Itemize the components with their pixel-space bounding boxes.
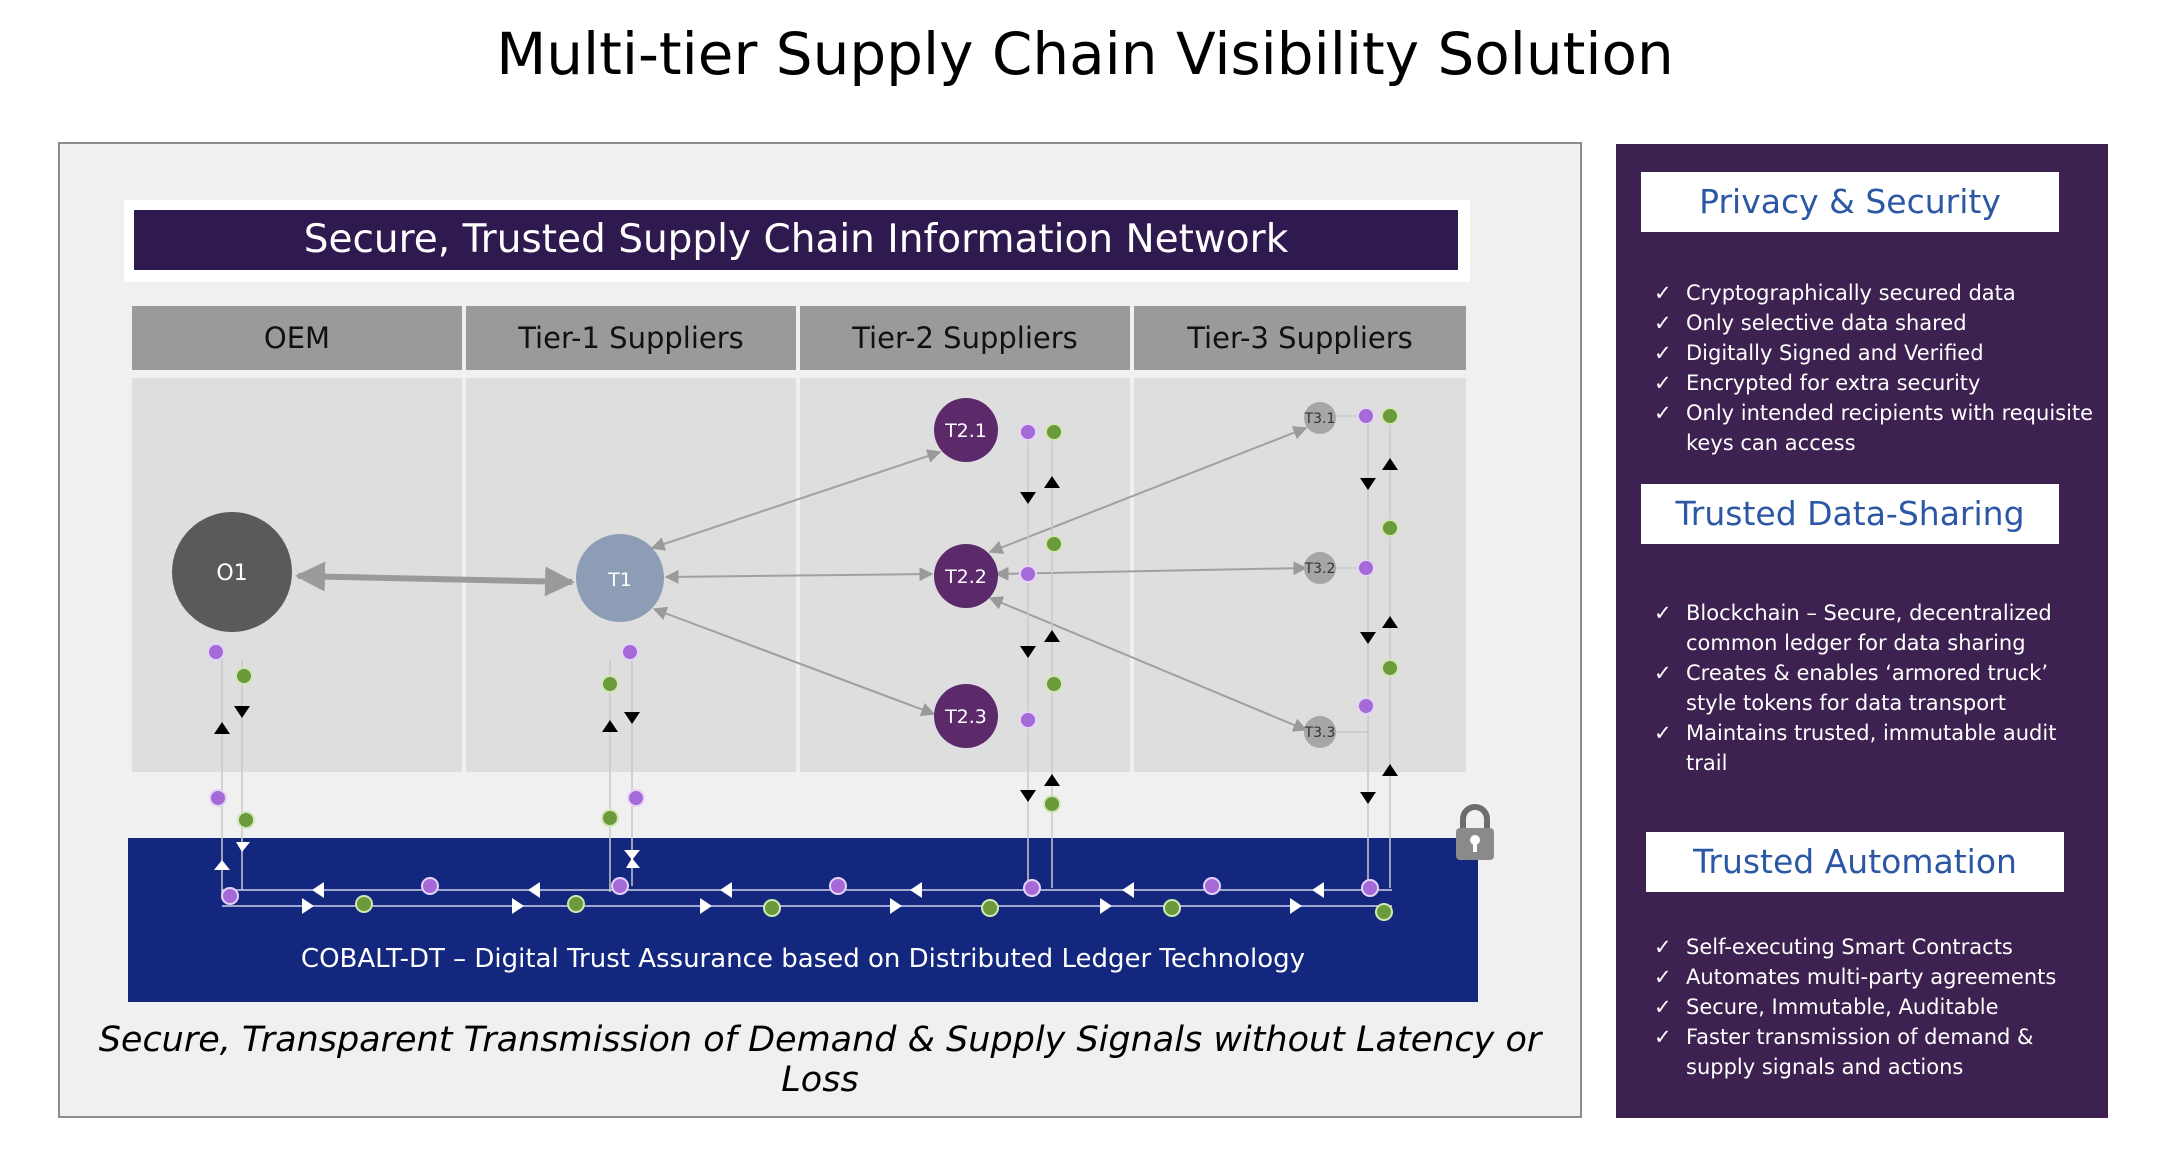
check-icon: ✓ — [1654, 341, 1672, 365]
tier-header-tier1: Tier-1 Suppliers — [466, 306, 796, 370]
link-t2-2-t3-2 — [994, 561, 1308, 581]
panel-heading-automation: Trusted Automation — [1646, 832, 2064, 892]
link-t1-t2-3 — [652, 606, 936, 717]
list-item: ✓Only selective data shared — [1652, 308, 2102, 338]
node-t1-label: T1 — [607, 569, 632, 591]
side-panel — [1616, 144, 2108, 1118]
node-t1 — [576, 534, 664, 622]
check-icon: ✓ — [1654, 401, 1672, 425]
ledger-lanes — [222, 889, 1392, 907]
panel-heading-privacy: Privacy & Security — [1641, 172, 2059, 232]
list-item: ✓Faster transmission of demand & supply … — [1652, 1022, 2102, 1082]
check-icon: ✓ — [1654, 965, 1672, 989]
node-t2-1 — [934, 398, 998, 462]
list-item: ✓Secure, Immutable, Auditable — [1652, 992, 2102, 1022]
link-t2-2-t3-1 — [988, 426, 1308, 554]
list-item: ✓Self-executing Smart Contracts — [1652, 932, 2102, 962]
node-t2-3 — [934, 684, 998, 748]
vertical-connectors — [221, 415, 1391, 898]
green-token-icon — [235, 407, 1399, 921]
node-t3-1 — [1304, 402, 1336, 434]
node-t2-2-label: T2.2 — [944, 566, 987, 588]
panel-list-privacy: ✓Cryptographically secured data ✓Only se… — [1652, 278, 2102, 458]
ledger-arrowheads — [214, 842, 1324, 914]
check-icon: ✓ — [1654, 995, 1672, 1019]
node-t2-2 — [934, 544, 998, 608]
tier-header-oem: OEM — [132, 306, 462, 370]
check-icon: ✓ — [1654, 371, 1672, 395]
node-t3-1-label: T3.1 — [1304, 411, 1336, 427]
tier-header-tier3: Tier-3 Suppliers — [1134, 306, 1466, 370]
network-banner: Secure, Trusted Supply Chain Information… — [124, 200, 1470, 282]
check-icon: ✓ — [1654, 1025, 1672, 1049]
check-icon: ✓ — [1654, 281, 1672, 305]
lock-icon — [1456, 804, 1494, 860]
node-t2-1-label: T2.1 — [944, 420, 987, 442]
node-o1-label: O1 — [216, 561, 247, 586]
link-t2-2-t3-3 — [988, 596, 1308, 732]
list-item: ✓ Automates multi-party agreements — [1652, 962, 2102, 992]
link-t1-t2-1 — [650, 449, 942, 551]
ledger-band — [128, 838, 1478, 1002]
list-item: ✓Blockchain – Secure, decentralized comm… — [1652, 598, 2102, 658]
panel-heading-data-sharing: Trusted Data-Sharing — [1641, 484, 2059, 544]
node-t3-2 — [1304, 552, 1336, 584]
list-item: ✓Cryptographically secured data — [1652, 278, 2102, 308]
ledger-caption: COBALT-DT – Digital Trust Assurance base… — [300, 944, 1306, 974]
direction-arrows — [214, 458, 1398, 804]
node-t3-3 — [1304, 716, 1336, 748]
panel-list-automation: ✓Self-executing Smart Contracts ✓ Automa… — [1652, 932, 2102, 1082]
tagline: Secure, Transparent Transmission of Dema… — [98, 1020, 1542, 1100]
node-t2-3-label: T2.3 — [944, 706, 987, 728]
check-icon: ✓ — [1654, 935, 1672, 959]
node-o1 — [172, 512, 292, 632]
panel-list-data-sharing: ✓Blockchain – Secure, decentralized comm… — [1652, 598, 2102, 778]
check-icon: ✓ — [1654, 311, 1672, 335]
node-t3-3-label: T3.3 — [1304, 725, 1336, 741]
list-item: ✓Maintains trusted, immutable audit trai… — [1652, 718, 2102, 778]
network-banner-title: Secure, Trusted Supply Chain Information… — [134, 210, 1458, 270]
purple-token-icon — [207, 407, 1379, 905]
page-title: Multi-tier Supply Chain Visibility Solut… — [496, 20, 1674, 88]
link-o1-t1 — [295, 561, 575, 597]
link-t1-t2-2 — [664, 567, 934, 584]
list-item: ✓Encrypted for extra security — [1652, 368, 2102, 398]
tier-header-tier2: Tier-2 Suppliers — [800, 306, 1130, 370]
check-icon: ✓ — [1654, 721, 1672, 745]
list-item: ✓ Creates & enables ‘armored truck’ styl… — [1652, 658, 2102, 718]
check-icon: ✓ — [1654, 601, 1672, 625]
list-item: ✓Digitally Signed and Verified — [1652, 338, 2102, 368]
check-icon: ✓ — [1654, 661, 1672, 685]
list-item: ✓Only intended recipients with requisite… — [1652, 398, 2102, 458]
node-t3-2-label: T3.2 — [1304, 561, 1336, 577]
